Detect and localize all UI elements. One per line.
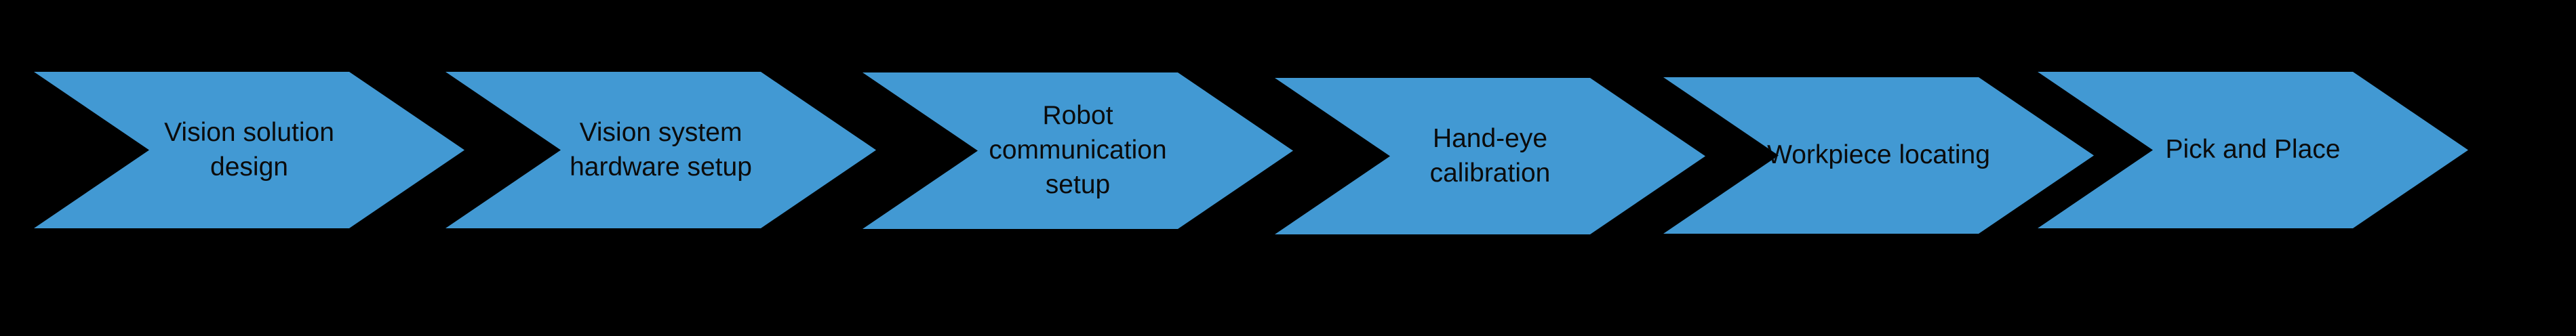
chevron-step-workpiece-locating: Workpiece locating bbox=[1663, 77, 2094, 234]
chevron-step-vision-system-hardware-setup: Vision system hardware setup bbox=[445, 72, 876, 228]
step-label: Robot communication setup bbox=[989, 101, 1167, 199]
chevron-step-robot-communication-setup: Robot communication setup bbox=[863, 72, 1293, 229]
chevron-step-hand-eye-calibration: Hand-eye calibration bbox=[1275, 78, 1705, 234]
chevron-step-pick-and-place: Pick and Place bbox=[2038, 72, 2468, 228]
step-label: Hand-eye calibration bbox=[1429, 123, 1551, 188]
step-label: Pick and Place bbox=[2165, 135, 2341, 165]
chevron-step-vision-solution-design: Vision solution design bbox=[34, 72, 464, 228]
step-label: Vision solution design bbox=[164, 117, 334, 182]
step-label: Vision system hardware setup bbox=[570, 117, 752, 182]
step-label: Workpiece locating bbox=[1767, 140, 1990, 170]
